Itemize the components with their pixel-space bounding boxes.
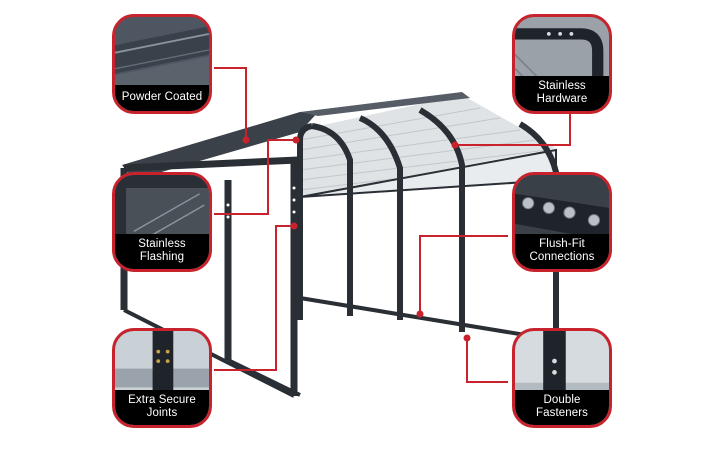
- callout-flush-fit-connections: Flush-Fit Connections: [512, 172, 612, 272]
- leader-dots: [242, 136, 471, 342]
- callout-label: Double Fasteners: [515, 390, 609, 425]
- callout-extra-secure-joints: Extra Secure Joints: [112, 328, 212, 428]
- callout-stainless-hardware: Stainless Hardware: [512, 14, 612, 114]
- roof-bows: [297, 107, 559, 340]
- callout-powder-coated: Powder Coated: [112, 14, 212, 114]
- callout-label: Flush-Fit Connections: [515, 234, 609, 269]
- callout-label: Stainless Flashing: [115, 234, 209, 269]
- callout-double-fasteners: Double Fasteners: [512, 328, 612, 428]
- roof-ridge: [300, 92, 470, 116]
- leg-bolts: [226, 186, 296, 219]
- callout-label: Extra Secure Joints: [115, 390, 209, 425]
- callout-label: Powder Coated: [115, 85, 209, 111]
- callout-label: Stainless Hardware: [515, 76, 609, 111]
- callout-stainless-flashing: Stainless Flashing: [112, 172, 212, 272]
